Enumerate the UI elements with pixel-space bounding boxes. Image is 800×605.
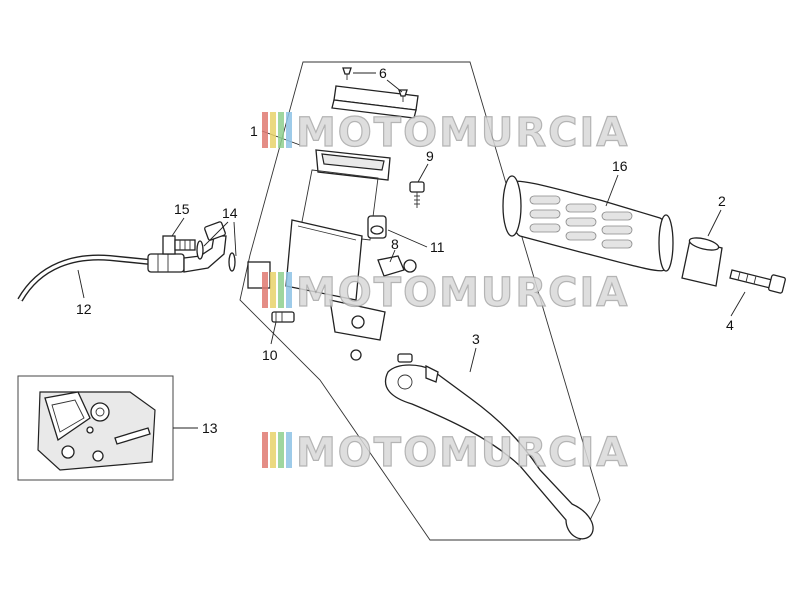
callout-9: 9 <box>426 148 434 164</box>
part-13-reservoir-detail <box>37 391 156 471</box>
part-16-handlebar-grip <box>502 175 674 272</box>
part-10-bleeder-valve <box>271 311 362 361</box>
callout-2: 2 <box>718 193 726 209</box>
callout-13: 13 <box>202 420 218 436</box>
part-4-bolt <box>729 269 786 294</box>
part-6-reservoir-cap <box>331 67 419 119</box>
watermark-text: MOTOMURCIA <box>296 110 629 156</box>
watermark-text: MOTOMURCIA <box>296 430 629 476</box>
callout-8: 8 <box>391 236 399 252</box>
callout-10: 10 <box>262 347 278 363</box>
part-1-master-cylinder <box>247 149 391 341</box>
callout-12: 12 <box>76 301 92 317</box>
part-11-bushing <box>367 215 387 239</box>
leader-lines <box>77 72 746 429</box>
callout-15: 15 <box>174 201 190 217</box>
watermark-2: MOTOMURCIA <box>262 269 629 317</box>
part-12-hose <box>17 221 227 302</box>
callout-labels: 1 2 3 4 6 8 9 10 11 12 13 14 15 16 <box>76 65 734 436</box>
callout-6: 6 <box>379 65 387 81</box>
callout-14: 14 <box>222 205 238 221</box>
part-15-banjo-bolt <box>162 235 196 255</box>
part-3-lever <box>384 353 594 540</box>
watermark-3: MOTOMURCIA <box>262 429 629 477</box>
watermark-text: MOTOMURCIA <box>296 270 629 316</box>
part-9-screw <box>409 181 425 208</box>
callout-4: 4 <box>726 317 734 333</box>
callout-11: 11 <box>430 239 445 255</box>
part-14-washers <box>196 240 236 272</box>
part-2-bar-end <box>681 237 723 287</box>
watermark-1: MOTOMURCIA <box>262 109 629 157</box>
part-8-switch <box>377 255 417 277</box>
callout-16: 16 <box>612 158 628 174</box>
callout-3: 3 <box>472 331 480 347</box>
callout-1: 1 <box>250 123 258 139</box>
